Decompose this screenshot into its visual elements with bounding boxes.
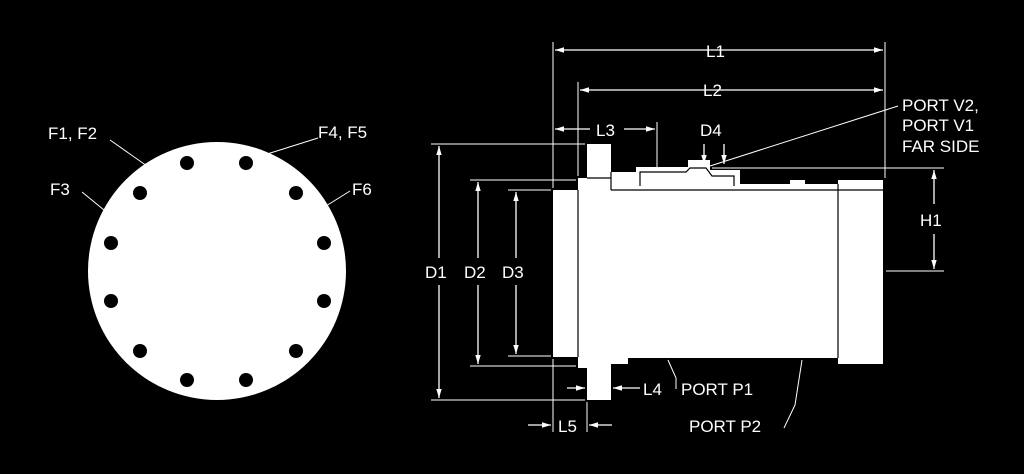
bolt-hole [104,294,118,308]
label-port-v-line2: PORT V1 [902,116,974,135]
label-port-v-line3: FAR SIDE [902,137,979,156]
bolt-hole [239,373,253,387]
bolt-hole [317,236,331,250]
leader-f3 [81,191,105,211]
leader-port-p2 [783,359,803,429]
leader-f6 [325,190,351,207]
leader-f1f2 [109,139,148,167]
leader-f4f5 [263,137,319,156]
leader-port-p1 [667,359,677,389]
actuator-body [553,144,883,400]
leader-port-v [709,105,899,167]
bolt-holes [104,156,331,387]
bolt-hole [289,344,303,358]
bolt-hole [133,344,147,358]
label-l4: L4 [643,380,662,399]
label-d4: D4 [700,121,722,140]
bolt-hole [239,156,253,170]
label-d3: D3 [502,263,524,282]
label-f1f2: F1, F2 [48,124,97,143]
label-l1: L1 [706,42,725,61]
label-port-p2: PORT P2 [689,417,761,436]
label-f4f5: F4, F5 [318,123,367,142]
end-view: F1, F2 F3 F4, F5 F6 [48,123,372,400]
bolt-hole [180,156,194,170]
bolt-hole [104,236,118,250]
label-l2: L2 [703,81,722,100]
label-l5: L5 [558,417,577,436]
label-l3: L3 [596,121,615,140]
label-d2: D2 [464,263,486,282]
label-h1: H1 [920,211,942,230]
bolt-hole [317,294,331,308]
side-view: L1 L2 L3 D4 PORT V2, PORT V1 FAR SIDE H1… [425,42,979,436]
label-f6: F6 [352,180,372,199]
label-f3: F3 [50,180,70,199]
flange-face [88,142,346,400]
bolt-hole [289,186,303,200]
label-port-v-line1: PORT V2, [902,96,979,115]
label-port-p1: PORT P1 [681,380,753,399]
port-v-fitting [639,167,735,186]
bolt-hole [133,186,147,200]
label-d1: D1 [425,263,447,282]
bolt-hole [180,373,194,387]
